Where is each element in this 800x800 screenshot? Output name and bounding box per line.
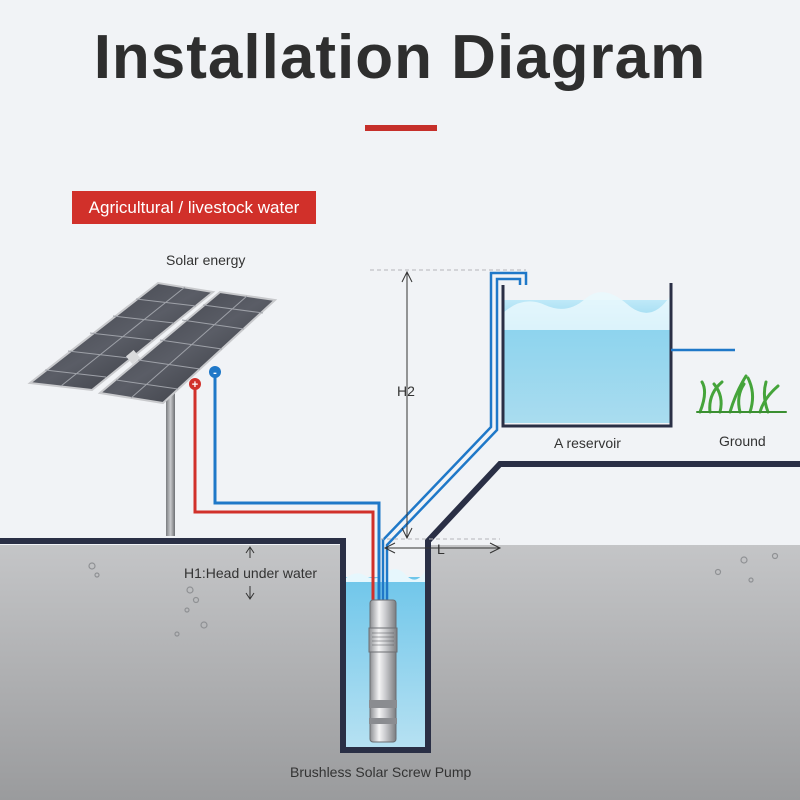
ground-outline bbox=[0, 461, 800, 753]
l-dimension bbox=[380, 538, 502, 554]
soil-region bbox=[0, 467, 800, 800]
h1-dimension bbox=[245, 546, 255, 600]
use-case-badge: Agricultural / livestock water bbox=[72, 191, 316, 224]
solar-panel-array bbox=[27, 281, 278, 405]
reservoir-tank bbox=[501, 283, 735, 428]
power-cables bbox=[193, 375, 381, 608]
solar-pole bbox=[166, 378, 175, 536]
title-underline bbox=[365, 125, 437, 131]
cable-terminals bbox=[189, 366, 221, 390]
screw-pump bbox=[368, 599, 398, 743]
diagram-title: Installation Diagram bbox=[93, 23, 707, 92]
h2-dimension bbox=[370, 269, 526, 540]
negative-terminal bbox=[209, 366, 221, 378]
h2-label: H2 bbox=[397, 383, 415, 399]
soil-bubbles bbox=[88, 552, 779, 637]
pump-label: Brushless Solar Screw Pump bbox=[290, 764, 472, 780]
negative-sign: - bbox=[213, 367, 217, 379]
positive-sign: + bbox=[192, 379, 198, 391]
reservoir-label: A reservoir bbox=[554, 435, 621, 451]
positive-cable bbox=[193, 386, 375, 608]
grass-icon bbox=[696, 374, 787, 414]
ground-label: Ground bbox=[719, 433, 766, 449]
positive-terminal bbox=[189, 378, 201, 390]
negative-cable bbox=[213, 375, 381, 608]
l-label: L bbox=[437, 541, 445, 557]
solar-energy-label: Solar energy bbox=[166, 252, 246, 268]
h1-label: H1:Head under water bbox=[184, 565, 318, 581]
water-pipe bbox=[381, 271, 528, 612]
